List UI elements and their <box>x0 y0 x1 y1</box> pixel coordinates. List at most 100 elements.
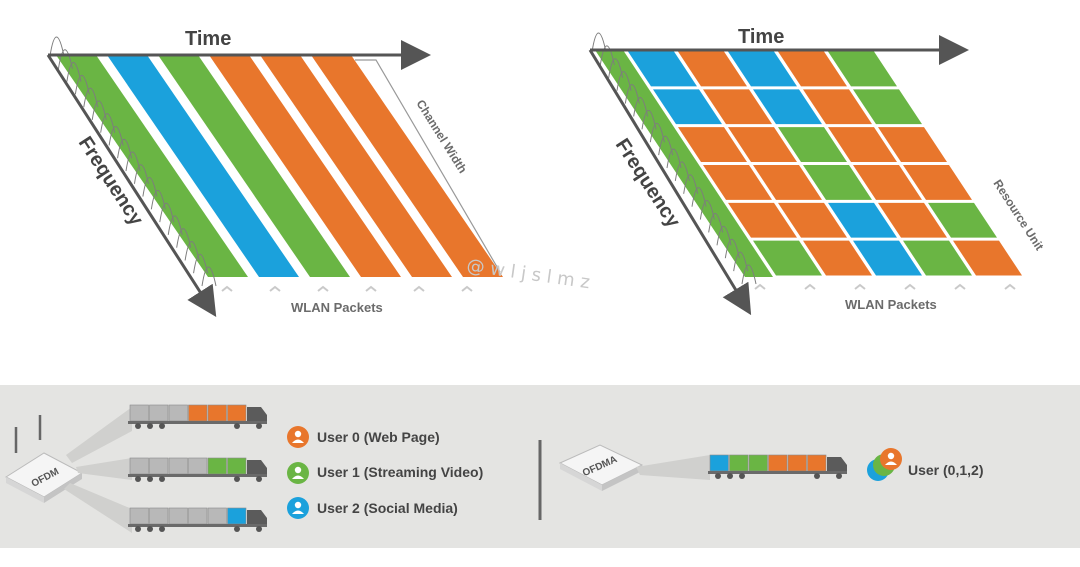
combined-user-icon <box>867 448 902 481</box>
subcarrier-curve <box>733 251 749 272</box>
truck-wheel <box>159 476 165 482</box>
ofdm-subcarrier-curves <box>49 36 217 287</box>
wifi-router-icon <box>558 444 644 491</box>
truck-chassis <box>128 524 267 527</box>
resource-unit <box>727 51 798 87</box>
cargo-container <box>748 454 768 472</box>
truck-wheel <box>814 473 820 479</box>
packet-tick <box>461 285 473 292</box>
subcarrier-curve <box>49 36 65 57</box>
ofdm-beam-mid <box>76 458 132 480</box>
subcarrier-curve <box>193 253 209 274</box>
cargo-container <box>207 457 227 475</box>
ofdma-time-label: Time <box>738 26 784 48</box>
channel-width-bracket <box>355 59 501 273</box>
truck-wheel <box>727 473 733 479</box>
ofdma-frequency-axis <box>588 49 752 316</box>
cargo-container <box>168 404 188 422</box>
resource-unit <box>677 127 748 162</box>
watermark: @ w l j s l m z <box>465 255 591 293</box>
resource-unit <box>702 89 773 125</box>
cargo-container <box>207 507 227 525</box>
resource-unit <box>802 240 873 276</box>
subcarrier-curve <box>176 228 192 248</box>
truck-icon <box>128 457 267 482</box>
ofdma-subcarrier-curves <box>591 32 757 285</box>
packet-tick <box>221 285 233 292</box>
cargo-container <box>188 507 208 525</box>
truck-chassis <box>128 474 267 477</box>
cargo-container <box>168 507 188 525</box>
packet-tick <box>269 285 281 292</box>
subcarrier-curve <box>691 187 707 207</box>
packet-tick <box>904 283 916 290</box>
subcarrier-curve <box>108 125 124 146</box>
packet-tick <box>365 285 377 292</box>
cargo-container <box>129 507 149 525</box>
subcarrier-curve <box>591 32 607 53</box>
packet-tick <box>317 285 329 292</box>
truck-icon <box>128 404 267 429</box>
ofdm-channel-stripe <box>158 55 350 277</box>
truck-wheel <box>147 526 153 532</box>
resource-unit <box>752 240 823 276</box>
truck-wheel <box>256 526 262 532</box>
resource-unit <box>752 165 823 200</box>
cargo-container <box>729 454 749 472</box>
subcarrier-curve <box>83 87 99 108</box>
ofdm-channel-stripe <box>107 55 299 277</box>
cargo-container <box>168 457 188 475</box>
ofdm-time-label: Time <box>185 28 231 50</box>
cargo-container <box>807 454 827 472</box>
cargo-container <box>149 457 169 475</box>
user-1-label: User 1 (Streaming Video) <box>317 464 483 480</box>
resource-unit <box>652 89 723 125</box>
ofdma-diagram: Time Frequency Resource Unit WLAN Packet… <box>588 26 1047 316</box>
truck-wheel <box>836 473 842 479</box>
subcarrier-curve <box>716 225 732 246</box>
truck-chassis <box>128 421 267 424</box>
resource-unit <box>927 202 998 238</box>
cargo-container <box>188 457 208 475</box>
cargo-container <box>227 457 247 475</box>
ofdm-packets-label: WLAN Packets <box>291 300 383 315</box>
ofdm-channel-stripe <box>260 55 452 277</box>
subcarrier-curve <box>74 74 90 95</box>
subcarrier-curve <box>658 135 674 156</box>
ofdm-frequency-axis <box>46 54 217 318</box>
cargo-container <box>149 507 169 525</box>
resource-unit <box>802 165 873 200</box>
resource-unit <box>827 127 898 162</box>
truck-wheel <box>147 423 153 429</box>
subcarrier-curve <box>649 122 665 143</box>
cargo-container <box>768 454 788 472</box>
ofdm-channel-stripe <box>311 55 503 277</box>
subcarrier-curve <box>167 215 183 235</box>
user-2-label: User 2 (Social Media) <box>317 500 458 516</box>
subcarrier-curve <box>633 96 649 117</box>
resource-unit <box>752 89 823 125</box>
cargo-container <box>129 404 149 422</box>
subcarrier-curve <box>159 202 175 223</box>
subcarrier-curve <box>66 62 82 82</box>
resource-unit <box>827 202 898 238</box>
truck-wheel <box>234 476 240 482</box>
resource-unit <box>902 165 973 200</box>
truck-wheel <box>147 476 153 482</box>
ofdma-packets-label: WLAN Packets <box>845 297 937 312</box>
packet-tick <box>804 283 816 290</box>
ofdma-packet-ticks <box>754 283 1016 290</box>
truck-icon <box>128 507 267 532</box>
resource-unit <box>852 89 923 125</box>
subcarrier-curve <box>117 138 133 159</box>
subcarrier-curve <box>724 238 740 259</box>
user-0-icon <box>287 426 309 448</box>
subcarrier-curve <box>674 161 690 181</box>
subcarrier-curve <box>125 151 141 172</box>
truck-cab <box>827 457 847 473</box>
diagrams-area: Time Frequency Channel Width WLAN Packet… <box>46 26 1047 318</box>
packet-tick <box>413 285 425 292</box>
resource-unit <box>677 51 748 87</box>
subcarrier-curve <box>683 174 699 194</box>
subcarrier-curve <box>91 100 107 120</box>
